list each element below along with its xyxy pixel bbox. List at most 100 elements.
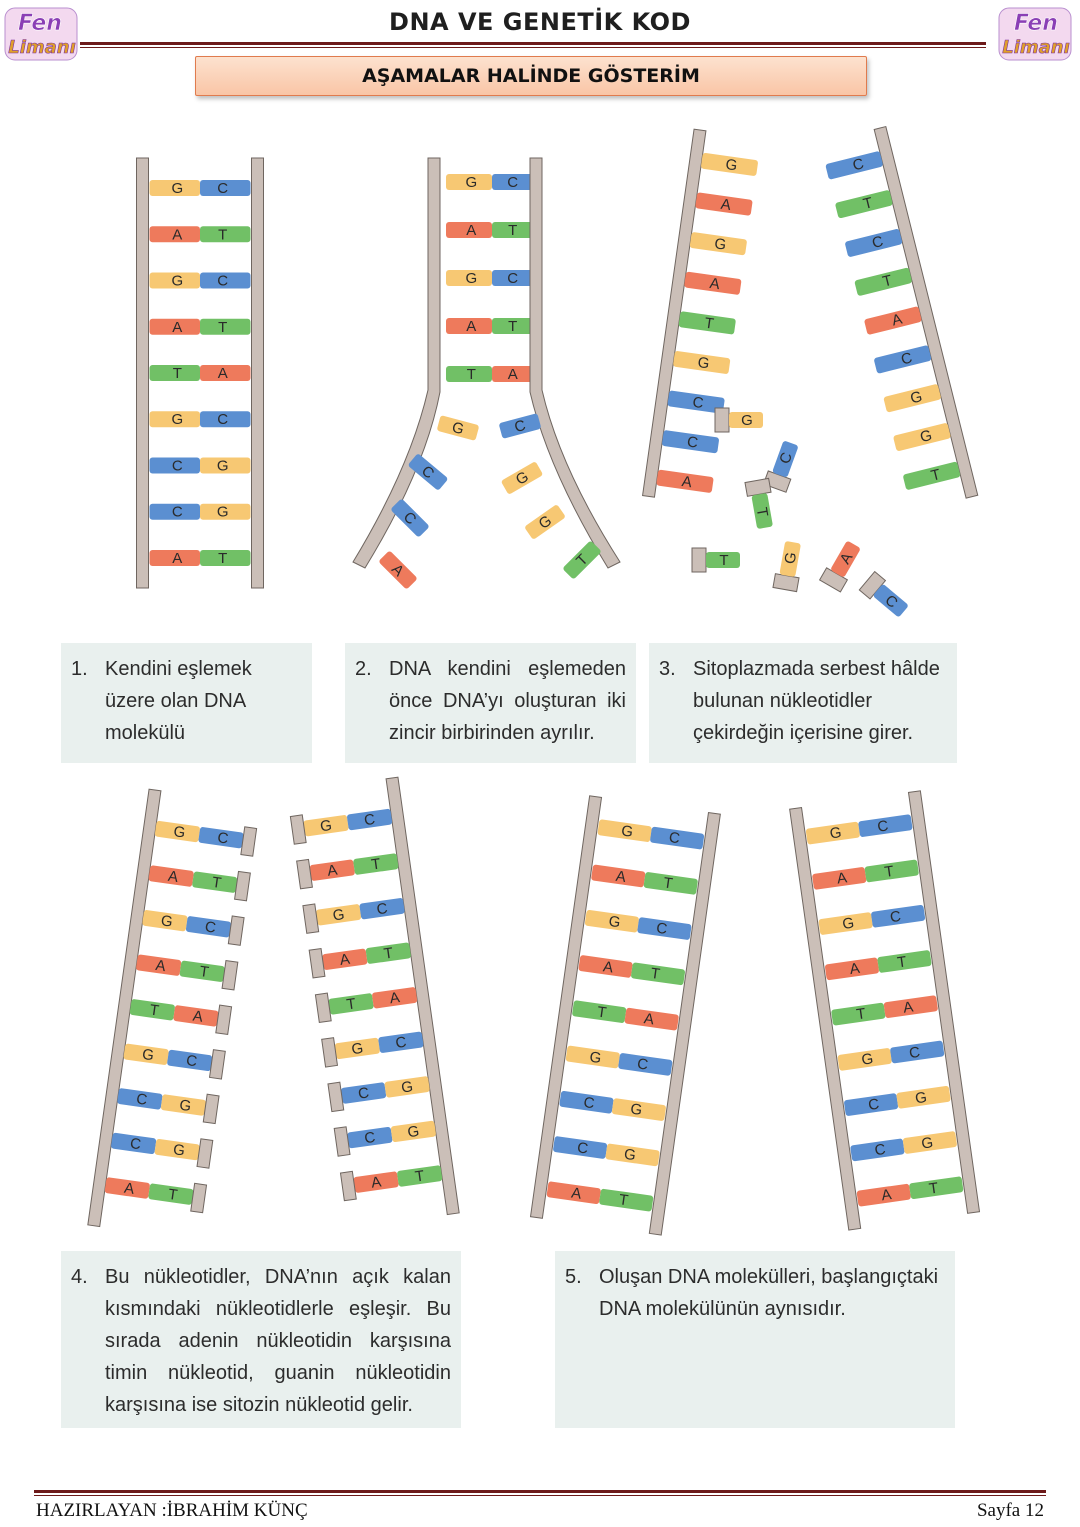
nucleotide: C (408, 454, 448, 490)
header-rule (80, 42, 986, 45)
base-letter: C (217, 273, 228, 290)
base-letter: A (123, 1180, 135, 1198)
step-text: Bu nükleotidler, DNA’nın açık kalan kısm… (105, 1266, 451, 1416)
base-letter: C (874, 1141, 887, 1159)
sugar-phosphate-backbone (907, 790, 981, 1214)
base-letter: T (928, 1180, 939, 1198)
nucleotide-a (149, 318, 200, 335)
base-letter: C (394, 1034, 407, 1052)
base-letter: G (920, 1134, 934, 1152)
nucleotide-a (104, 1177, 150, 1199)
free-nucleotide: T (691, 547, 740, 573)
nucleotide-g (200, 503, 251, 520)
base-letter: T (467, 366, 476, 383)
base-letter: G (623, 1146, 637, 1164)
base-letter: T (508, 318, 517, 335)
base-letter: A (720, 196, 732, 214)
nucleotide-t (397, 1165, 443, 1187)
base-letter: C (899, 349, 914, 368)
svg-text:Fen: Fen (1014, 11, 1058, 36)
sugar-phosphate-backbone (648, 811, 721, 1236)
base-letter: C (129, 1135, 142, 1153)
nucleotide-g (896, 1086, 951, 1109)
base-letter: C (876, 817, 889, 835)
nucleotide-g (689, 232, 747, 256)
sugar-phosphate-backbone (529, 795, 603, 1219)
nucleotide-a (309, 859, 355, 881)
base-letter: C (691, 394, 704, 412)
nucleotide-a (136, 954, 182, 976)
nucleotide-c (873, 584, 908, 617)
base-letter: A (466, 222, 476, 239)
base-letter: G (400, 1078, 414, 1096)
nucleotide-c (858, 814, 913, 837)
base-letter: C (908, 1044, 921, 1062)
base-letter: T (414, 1167, 425, 1185)
base-letter: A (172, 550, 182, 567)
base-letter: A (218, 365, 228, 382)
nucleotide-t (599, 1188, 654, 1212)
nucleotide-a (825, 957, 879, 981)
base-letter: A (172, 226, 182, 243)
base-letter: T (345, 995, 356, 1013)
nucleotide-g (565, 1045, 620, 1069)
nucleotide: A (695, 192, 753, 216)
nucleotide-c (200, 180, 251, 197)
base-letter: A (890, 311, 904, 330)
nucleotide-a (831, 541, 860, 577)
base-letter: T (508, 222, 517, 239)
nucleotide-g (805, 821, 860, 845)
nucleotide-t (877, 950, 932, 973)
nucleotide-g (200, 457, 251, 474)
base-letter: C (172, 504, 183, 521)
nucleotide-t (572, 1000, 627, 1023)
base-letter: T (370, 856, 381, 874)
base-letter: G (607, 913, 621, 931)
nucleotide-g (384, 1076, 430, 1098)
footer-rule (34, 1490, 1046, 1493)
step-number: 2. (355, 658, 372, 680)
nucleotide-g (149, 180, 200, 197)
base-letter: A (681, 473, 693, 491)
base-letter: C (851, 155, 866, 174)
nucleotide-g (303, 815, 349, 837)
nucleotide: G (525, 505, 565, 539)
nucleotide-a (812, 867, 867, 890)
nucleotide-g (701, 153, 758, 176)
nucleotide-t (835, 190, 893, 219)
step-text: Sitoplazmada serbest hâlde bulunan nükle… (693, 658, 940, 744)
base-letter: T (662, 874, 673, 892)
sugar-phosphate-backbone (641, 128, 707, 498)
nucleotide-t (365, 942, 411, 964)
nucleotide-c (492, 174, 538, 190)
base-letter: T (883, 863, 894, 881)
free-nucleotide: A (818, 541, 860, 593)
base-letter: A (339, 951, 351, 969)
base-letter: A (326, 862, 338, 880)
nucleotide-c (890, 1040, 945, 1064)
nucleotide-c (825, 151, 883, 180)
nucleotide-t (148, 1183, 194, 1205)
nucleotide: T (563, 541, 601, 579)
base-letter: T (173, 365, 182, 382)
base-letter: A (615, 868, 627, 886)
nucleotide-g (611, 1098, 666, 1121)
base-letter: T (167, 1186, 178, 1204)
